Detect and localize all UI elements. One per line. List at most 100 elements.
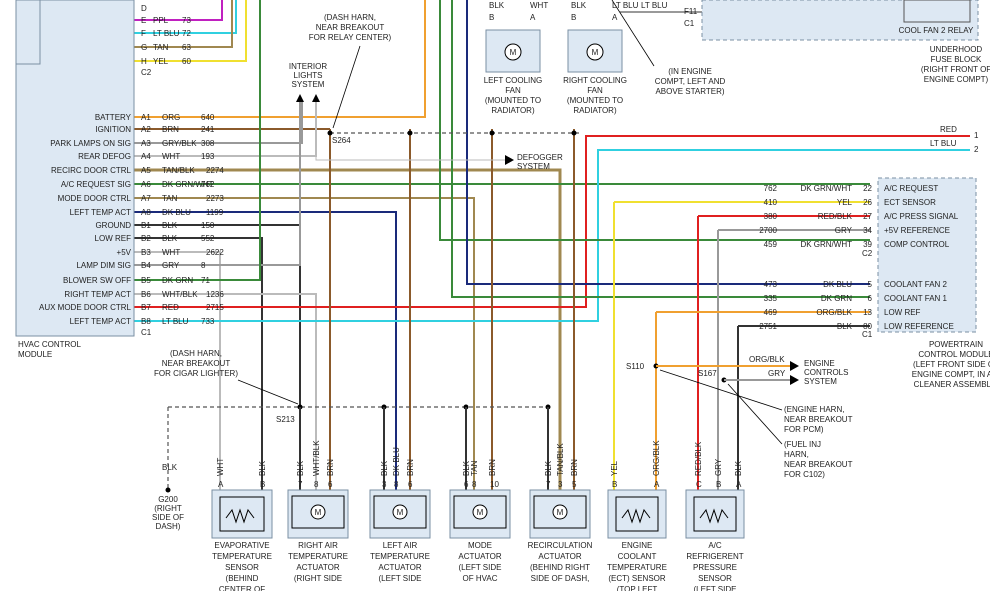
component-name: (TOP LEFT xyxy=(617,585,658,591)
component-box xyxy=(287,489,349,539)
hvac-pin-wire-color: WHT xyxy=(162,152,180,161)
hvac-pin-name: GROUND xyxy=(95,221,131,230)
component-name: (LEFT SIDE xyxy=(694,585,737,591)
component-name: SENSOR xyxy=(225,563,259,572)
component-wire-color: WHT/BLK xyxy=(312,440,321,476)
hvac-top-pin: F xyxy=(141,29,146,38)
hvac-pin-name: RECIRC DOOR CTRL xyxy=(51,166,132,175)
pcm-circuit: 2700 xyxy=(759,226,777,235)
component-wire-color: TAN xyxy=(470,460,479,476)
component-pin: 7 xyxy=(298,480,303,489)
component-name: TEMPERATURE xyxy=(212,552,272,561)
defogger-label: SYSTEM xyxy=(517,162,550,171)
ecs-arrow-a xyxy=(790,361,799,371)
hvac-pin-name: LAMP DIM SIG xyxy=(76,261,131,270)
component-pin: 10 xyxy=(490,480,499,489)
hvac-pin-id: A6 xyxy=(141,180,151,189)
pcm-pin-name: COMP CONTROL xyxy=(884,240,950,249)
hvac-top-pin: G xyxy=(141,43,147,52)
component-wire-color: BLK xyxy=(734,460,743,476)
pcm-circuit: 469 xyxy=(764,308,778,317)
ltblu-wire-top xyxy=(134,0,237,34)
component-wire-color: RED/BLK xyxy=(694,441,703,476)
component-pin: 3 xyxy=(558,480,563,489)
engine-compt-leader xyxy=(611,0,655,67)
fan-pin-b: A xyxy=(530,13,536,22)
relay-label: COOL FAN 2 RELAY xyxy=(899,26,974,35)
underhood-fuse-block xyxy=(701,0,979,41)
component-pin: 6 xyxy=(464,480,469,489)
hvac-top-wire-color: TAN xyxy=(153,43,169,52)
hvac-pin-circuit: 762 xyxy=(201,180,215,189)
hvac-pin-name: IGNITION xyxy=(95,125,131,134)
g200-ground-dot xyxy=(165,487,171,493)
hvac-pin-wire-color: DK GRN/WHT xyxy=(162,180,214,189)
pcm-pin-name: LOW REF xyxy=(884,308,921,317)
powertrain-control-module xyxy=(877,177,977,333)
ltblu-wire-color: LT BLU xyxy=(930,139,957,148)
resistor-symbol xyxy=(699,508,729,524)
component-wire-color: YEL xyxy=(610,460,619,476)
component-wire-color: BLK xyxy=(296,460,305,476)
pcm-circuit: 410 xyxy=(764,198,778,207)
mode-door-wire xyxy=(134,197,475,490)
coolant-fan2-wire xyxy=(466,0,870,285)
fan-name: RIGHT COOLING xyxy=(563,76,627,85)
red-wire-pin: 1 xyxy=(974,131,979,140)
hvac-pin-id: B8 xyxy=(141,317,151,326)
ecs-arrow-b xyxy=(790,375,799,385)
component-wire-color: BLK xyxy=(544,460,553,476)
engine-controls-label: ENGINE xyxy=(804,359,835,368)
component-pin: B xyxy=(716,480,721,489)
component-wire-color: BRN xyxy=(488,459,497,476)
engine-controls-label: CONTROLS xyxy=(804,368,848,377)
hvac-pin-circuit: 308 xyxy=(201,139,215,148)
component-name: EVAPORATIVE xyxy=(214,541,269,550)
lamp-dim-wire xyxy=(134,102,301,266)
coolant-fan1-wire xyxy=(451,0,870,298)
hvac-top-pin: H xyxy=(141,57,147,66)
component-wire-color: BLK xyxy=(380,460,389,476)
fan-location: RADIATOR) xyxy=(491,106,535,115)
pcm-pin-name: A/C PRESS SIGNAL xyxy=(884,212,959,221)
ecs-wire-color-a: ORG/BLK xyxy=(749,355,785,364)
defogger-wire xyxy=(315,156,505,161)
park-lamps-wire xyxy=(134,102,303,144)
pcm-wire-color: YEL xyxy=(837,198,853,207)
dash-harn-cigar-note: (DASH HARN, xyxy=(170,349,222,358)
hvac-pin-id: A3 xyxy=(141,139,151,148)
pcm-wire-color: GRY xyxy=(835,226,853,235)
hvac-pin-wire-color: BLK xyxy=(162,234,178,243)
hvac-pin-name: BLOWER SW OFF xyxy=(63,276,131,285)
ppl-wire xyxy=(134,0,223,21)
hvac-pin-wire-color: BLK xyxy=(162,221,178,230)
fuse-block-title: FUSE BLOCK xyxy=(931,55,982,64)
hvac-pin-wire-color: TAN xyxy=(162,194,178,203)
hvac-pin-circuit: 2273 xyxy=(206,194,224,203)
comp-control-wire xyxy=(439,0,870,241)
actuator-frame xyxy=(453,495,507,529)
pcm-pin-id: 39 xyxy=(863,240,872,249)
fuel-inj-note: FOR C102) xyxy=(784,470,825,479)
component-pin: 5 xyxy=(572,480,577,489)
fan-wire-a: BLK xyxy=(571,1,587,10)
motor-symbol: M xyxy=(397,508,404,517)
pcm-circuit: 459 xyxy=(764,240,778,249)
hvac-pin-circuit: 552 xyxy=(201,234,215,243)
engine-harn-leader xyxy=(659,369,783,411)
interior-lights-label: INTERIOR xyxy=(289,62,327,71)
left-temp-ltblu-wire xyxy=(134,149,970,322)
hvac-pin-id: B6 xyxy=(141,290,151,299)
component-name: REFRIGERENT xyxy=(686,552,743,561)
actuator-motor xyxy=(392,504,408,520)
component-wire-color: TAN/BLK xyxy=(556,443,565,476)
blower-sw-wire xyxy=(134,0,261,281)
hvac-pin-id: A7 xyxy=(141,194,151,203)
hvac-pin-circuit: 71 xyxy=(201,276,210,285)
engine-compt-note: COMPT, LEFT AND xyxy=(655,77,726,86)
component-pin: C xyxy=(696,480,702,489)
hvac-pin-name: PARK LAMPS ON SIG xyxy=(50,139,131,148)
g200-wire-color: BLK xyxy=(162,463,178,472)
ltblu-wire-pin: 2 xyxy=(974,145,979,154)
fan-pin-a: B xyxy=(489,13,494,22)
